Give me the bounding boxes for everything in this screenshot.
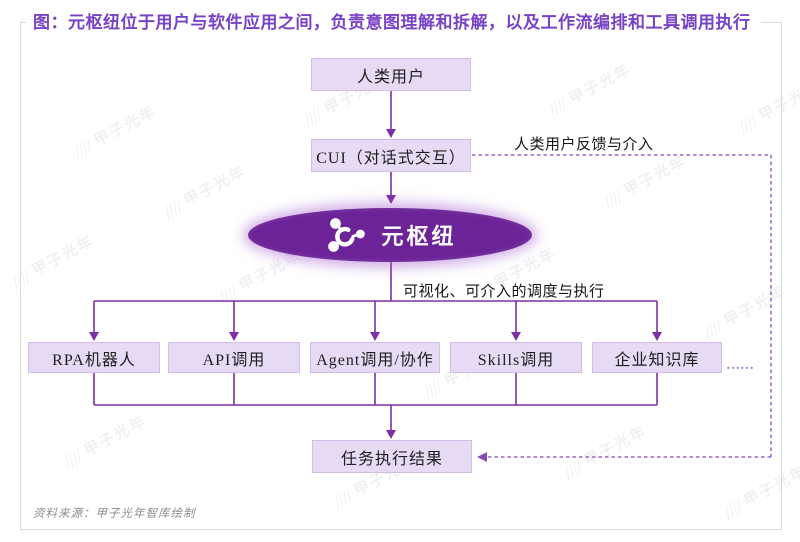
node-cui-label: CUI（对话式交互） [316, 149, 466, 167]
hub-network-icon [328, 218, 366, 252]
node-api: API调用 [168, 342, 300, 373]
node-knowledge-base: 企业知识库 [592, 342, 722, 373]
node-meta-hub: 元枢纽 [248, 208, 532, 262]
node-knowledge-base-label: 企业知识库 [614, 351, 700, 369]
node-meta-hub-label: 元枢纽 [381, 224, 457, 249]
more-tools-ellipsis: …… [726, 358, 754, 373]
node-agent: Agent调用/协作 [310, 342, 440, 373]
schedule-label: 可视化、可介入的调度与执行 [403, 284, 605, 300]
node-rpa-label: RPA机器人 [52, 351, 136, 369]
node-result: 任务执行结果 [312, 440, 472, 473]
node-result-label: 任务执行结果 [340, 450, 443, 468]
node-human-user-label: 人类用户 [356, 68, 425, 86]
node-agent-label: Agent调用/协作 [316, 351, 434, 369]
node-human-user: 人类用户 [311, 58, 471, 91]
node-api-label: API调用 [202, 351, 266, 369]
node-cui: CUI（对话式交互） [311, 139, 471, 172]
node-skills-label: Skills调用 [477, 351, 555, 369]
node-skills: Skills调用 [450, 342, 582, 373]
source-note: 资料来源：甲子光年智库绘制 [33, 508, 196, 520]
node-rpa: RPA机器人 [28, 342, 160, 373]
figure-title: 图：元枢纽位于用户与软件应用之间，负责意图理解和拆解，以及工作流编排和工具调用执… [26, 8, 761, 35]
feedback-label: 人类用户反馈与介入 [514, 137, 654, 153]
